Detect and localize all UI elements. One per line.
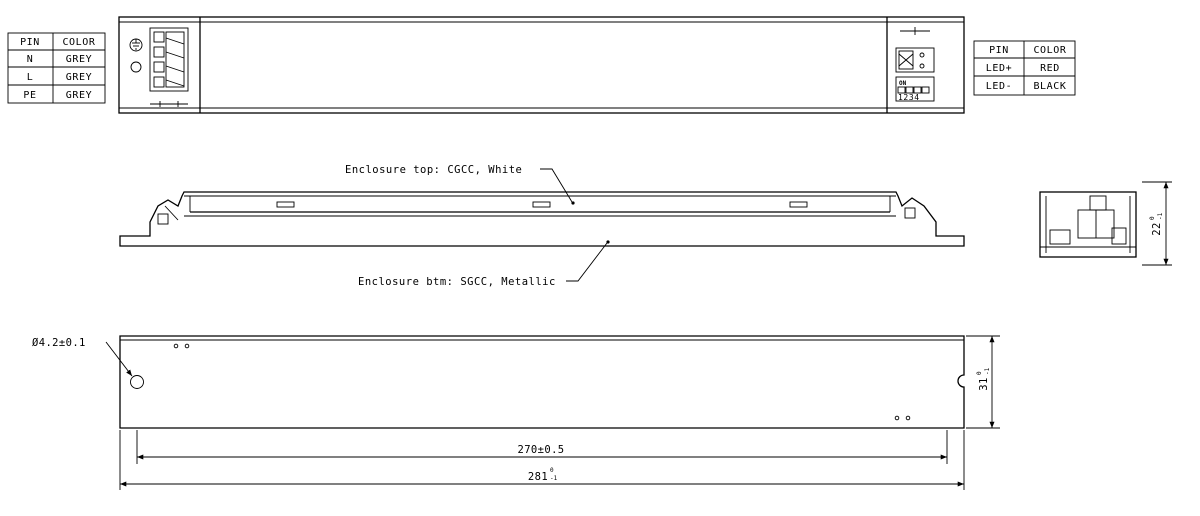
length-tolerance-lower: -1	[550, 475, 558, 482]
dip-switch: ON 1234	[895, 76, 935, 102]
side-view: Enclosure top: CGCC, White Enclosure btm…	[119, 164, 965, 288]
input-table-header-color: COLOR	[62, 37, 95, 48]
input-table-cell: GREY	[66, 72, 92, 83]
length-dimension: 281	[528, 471, 548, 483]
hole-diameter-dimension: Ø4.2±0.1	[32, 337, 86, 349]
input-table-cell: L	[27, 72, 34, 83]
dip-switch-on-label: ON	[899, 80, 907, 87]
output-table-cell: BLACK	[1033, 81, 1066, 92]
top-view: ON 1234	[118, 16, 965, 114]
output-terminal-block	[895, 27, 935, 73]
input-table-header-pin: PIN	[20, 37, 40, 48]
bottom-view: Ø4.2±0.1 31 0 -1 270±0.5 281 0 -1	[32, 335, 1000, 490]
output-table-cell: LED-	[986, 81, 1012, 92]
width-dimension: 31	[978, 377, 990, 390]
input-table-cell: PE	[23, 90, 36, 101]
end-view: 22 0 -1	[1039, 181, 1172, 266]
enclosure-bottom-label: Enclosure btm: SGCC, Metallic	[358, 276, 556, 288]
enclosure-top-label: Enclosure top: CGCC, White	[345, 164, 522, 176]
dip-switch-numbers: 1234	[898, 93, 920, 102]
length-tolerance-upper: 0	[550, 467, 554, 474]
output-pin-table: PIN COLOR LED+ RED LED- BLACK	[973, 40, 1076, 96]
height-dimension: 22	[1151, 222, 1163, 235]
output-table-cell: LED+	[986, 63, 1012, 74]
output-table-cell: RED	[1040, 63, 1060, 74]
output-table-header-pin: PIN	[989, 45, 1009, 56]
input-table-cell: N	[27, 54, 34, 65]
input-terminal-block	[129, 27, 189, 107]
input-table-cell: GREY	[66, 54, 92, 65]
output-table-header-color: COLOR	[1033, 45, 1066, 56]
input-pin-table: PIN COLOR N GREY L GREY PE GREY	[7, 32, 106, 104]
input-table-cell: GREY	[66, 90, 92, 101]
hole-spacing-dimension: 270±0.5	[517, 444, 564, 456]
height-tolerance-upper: 0	[1149, 216, 1156, 220]
width-tolerance-upper: 0	[976, 371, 983, 375]
mounting-hole	[130, 375, 144, 389]
width-tolerance-lower: -1	[984, 367, 991, 375]
height-tolerance-lower: -1	[1157, 212, 1164, 220]
